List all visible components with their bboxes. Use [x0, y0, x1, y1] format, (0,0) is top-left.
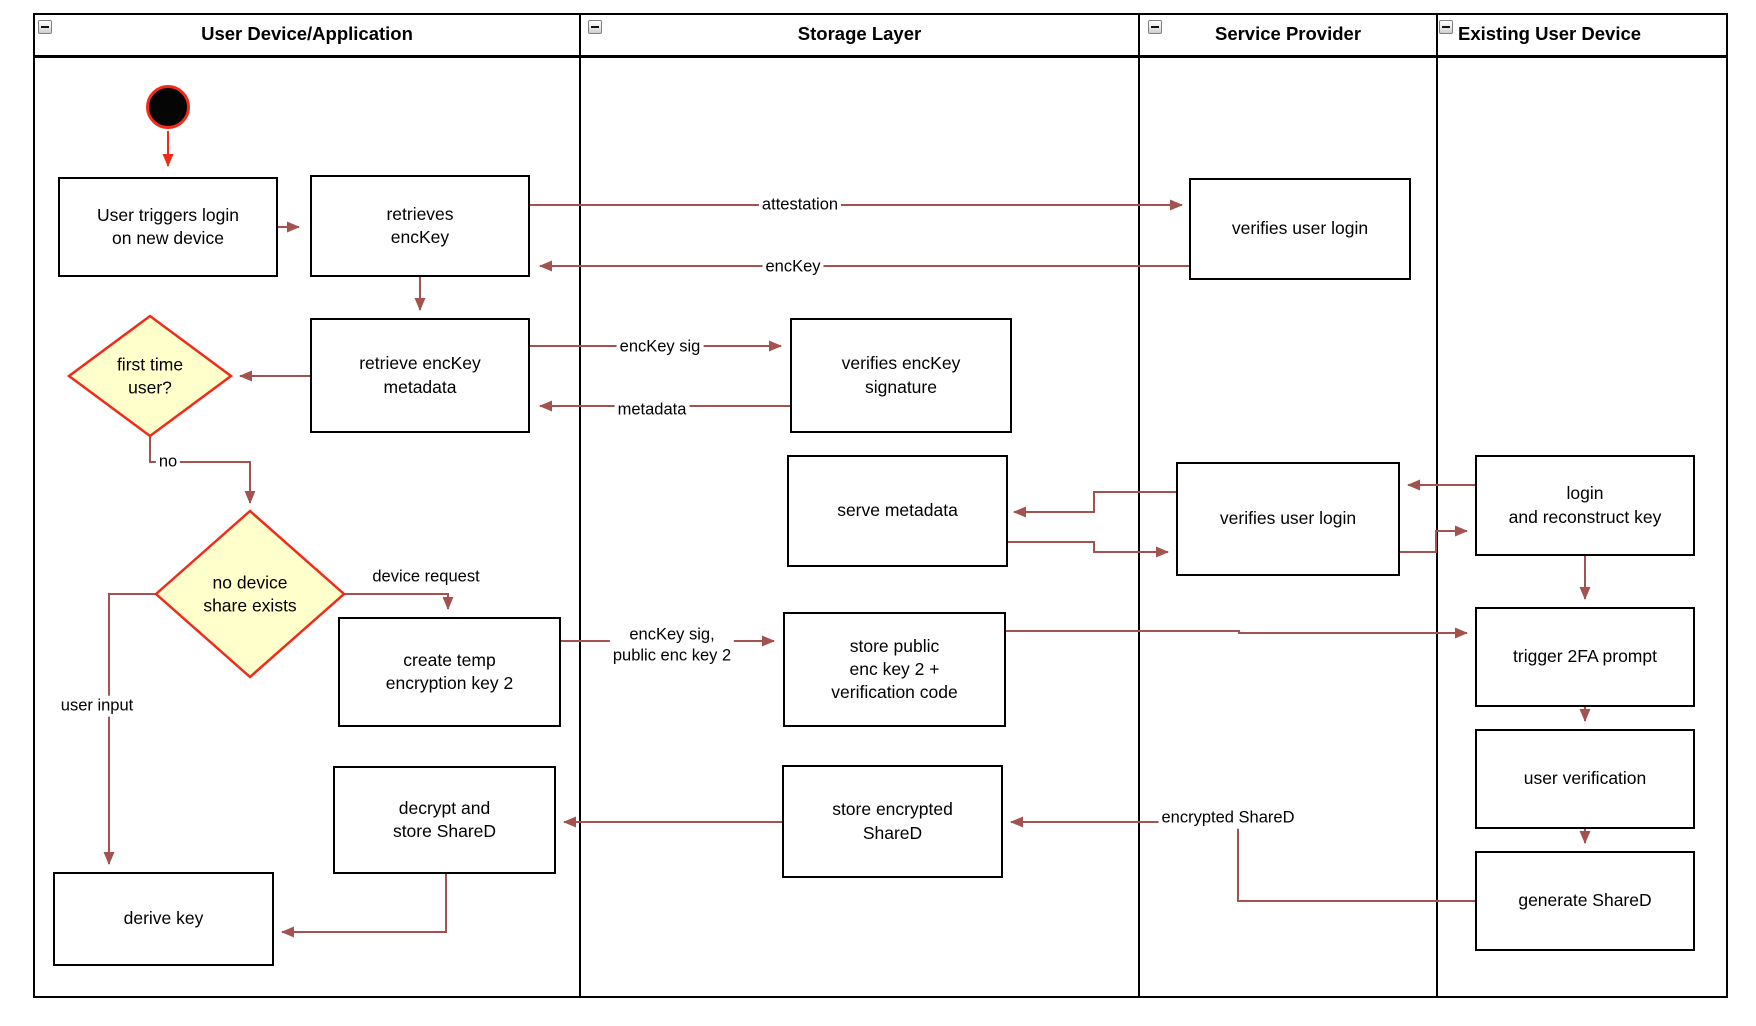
- collapse-icon[interactable]: [38, 20, 52, 34]
- node-label: retrieves encKey: [386, 203, 454, 247]
- lane-divider-2: [1138, 13, 1140, 998]
- node-generate-shared[interactable]: generate ShareD: [1475, 851, 1695, 951]
- node-label: verifies user login: [1219, 508, 1357, 529]
- decision-no-device-share-shape[interactable]: [154, 509, 346, 679]
- edge-label-enckey-sig-public: encKey sig, public enc key 2: [609, 624, 735, 666]
- node-label: store encrypted ShareD: [832, 799, 953, 843]
- node-label: generate ShareD: [1518, 890, 1652, 911]
- edge-label-enckey: encKey: [762, 256, 824, 278]
- edge-label-user-input: user input: [57, 695, 137, 717]
- decision-no-device-share[interactable]: no device share exists: [203, 571, 296, 617]
- decision-first-time-user-shape[interactable]: [66, 314, 234, 438]
- node-retrieves-enckey[interactable]: retrieves encKey: [310, 175, 530, 277]
- lane-title: Service Provider: [1214, 23, 1362, 44]
- node-label: create temp encryption key 2: [385, 649, 514, 693]
- header-separator: [33, 55, 1728, 58]
- lane-header-user-device[interactable]: User Device/Application: [35, 13, 579, 55]
- node-label: trigger 2FA prompt: [1513, 646, 1657, 667]
- edge-label-attestation: attestation: [758, 194, 842, 216]
- node-trigger-2fa-prompt[interactable]: trigger 2FA prompt: [1475, 607, 1695, 707]
- node-label: derive key: [123, 908, 204, 929]
- node-user-triggers-login[interactable]: User triggers login on new device: [58, 177, 278, 277]
- lane-header-storage-layer[interactable]: Storage Layer: [581, 13, 1138, 55]
- node-decrypt-store-shared[interactable]: decrypt and store ShareD: [333, 766, 556, 874]
- edge-label-no: no: [155, 451, 181, 473]
- node-verifies-user-login-2[interactable]: verifies user login: [1176, 462, 1400, 576]
- node-retrieve-enckey-metadata[interactable]: retrieve encKey metadata: [310, 318, 530, 433]
- decision-text: first time user?: [116, 354, 184, 397]
- lane-divider-3: [1436, 13, 1438, 998]
- node-label: decrypt and store ShareD: [392, 797, 497, 841]
- node-store-public-enc-key[interactable]: store public enc key 2 + verification co…: [783, 612, 1006, 727]
- node-label: login and reconstruct key: [1508, 483, 1662, 527]
- edge-label-encrypted-shared: encrypted ShareD: [1158, 807, 1298, 829]
- edge-label-enckey-sig: encKey sig: [616, 336, 704, 358]
- start-node[interactable]: [146, 85, 190, 129]
- node-serve-metadata[interactable]: serve metadata: [787, 455, 1008, 567]
- node-label: store public enc key 2 + verification co…: [831, 635, 958, 703]
- node-create-temp-encryption-key[interactable]: create temp encryption key 2: [338, 617, 561, 727]
- collapse-icon[interactable]: [1439, 20, 1453, 34]
- node-store-encrypted-shared[interactable]: store encrypted ShareD: [782, 765, 1003, 878]
- lane-title: Storage Layer: [797, 23, 922, 44]
- node-label: User triggers login on new device: [97, 204, 239, 248]
- lane-title: Existing User Device: [1458, 23, 1642, 44]
- node-login-reconstruct-key[interactable]: login and reconstruct key: [1475, 455, 1695, 556]
- node-verifies-enckey-signature[interactable]: verifies encKey signature: [790, 318, 1012, 433]
- lane-header-service-provider[interactable]: Service Provider: [1140, 13, 1436, 55]
- edge-label-device-request: device request: [369, 566, 483, 588]
- lane-title: User Device/Application: [201, 23, 413, 44]
- node-user-verification[interactable]: user verification: [1475, 729, 1695, 829]
- node-label: serve metadata: [837, 500, 958, 521]
- node-label: user verification: [1523, 768, 1647, 789]
- collapse-icon[interactable]: [1148, 20, 1162, 34]
- node-verifies-user-login-1[interactable]: verifies user login: [1189, 178, 1411, 280]
- lane-divider-1: [579, 13, 581, 998]
- decision-first-time-user[interactable]: first time user?: [117, 353, 183, 399]
- collapse-icon[interactable]: [588, 20, 602, 34]
- node-derive-key[interactable]: derive key: [53, 872, 274, 966]
- node-label: verifies user login: [1231, 218, 1369, 239]
- node-label: retrieve encKey metadata: [359, 353, 481, 397]
- node-label: verifies encKey signature: [841, 353, 961, 397]
- edge-label-metadata: metadata: [614, 399, 690, 421]
- decision-text: no device share exists: [203, 572, 297, 615]
- lane-header-existing-user-device[interactable]: Existing User Device: [1438, 13, 1728, 55]
